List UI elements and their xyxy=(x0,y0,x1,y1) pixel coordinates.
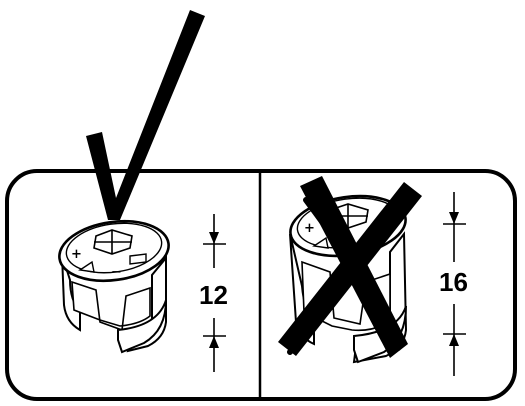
dimension-indicator-left: 12 xyxy=(199,214,228,372)
panel-left: + − 12 xyxy=(58,214,228,372)
x-mark-icon xyxy=(278,176,422,358)
outer-frame xyxy=(5,169,517,401)
dimension-indicator-right: 16 xyxy=(439,192,468,376)
dimension-label-12: 12 xyxy=(199,280,228,310)
plus-sign: + xyxy=(71,247,82,262)
fitting-base-ring xyxy=(117,299,167,354)
minus-sign: − xyxy=(111,265,122,280)
fitting-arrow-left xyxy=(78,260,95,273)
fitting-cross-slot xyxy=(93,229,133,255)
panel-right: + − 16 xyxy=(278,176,468,376)
dimension-label-16: 16 xyxy=(439,267,468,297)
check-mark-icon xyxy=(86,10,205,220)
fitting-arrow-left xyxy=(312,236,329,249)
fitting-slot xyxy=(71,280,151,332)
cam-lock-fitting-short: + − xyxy=(58,219,170,354)
fitting-tab-right xyxy=(129,253,147,265)
fitting-top-rim xyxy=(65,222,163,274)
plus-sign: + xyxy=(304,221,315,236)
